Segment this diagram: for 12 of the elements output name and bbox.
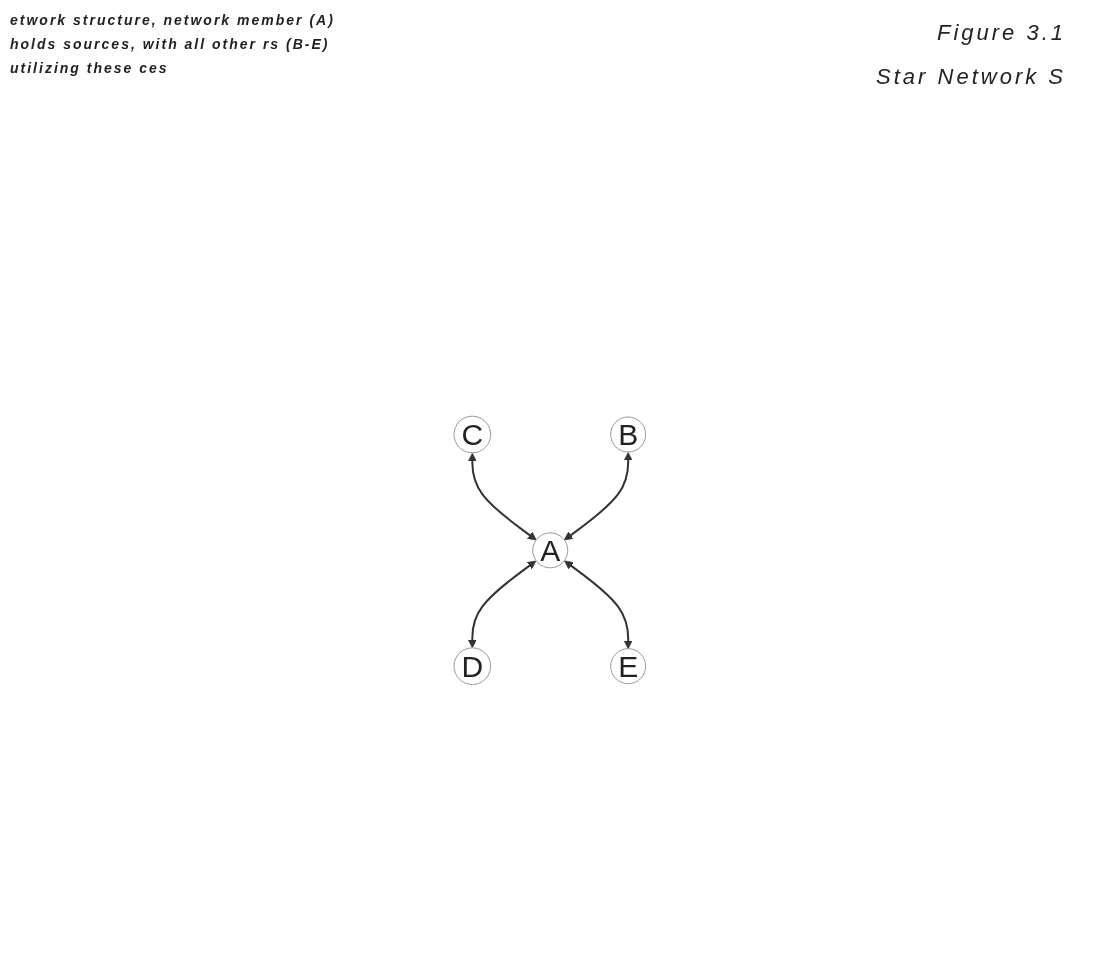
caption-text: etwork structure, network member (A) holds sources, with all other rs (B-E) utilizing these ces	[10, 11, 336, 78]
node-circle: A	[532, 532, 569, 568]
arrow	[468, 452, 537, 540]
arrow	[564, 451, 633, 540]
node-circle: C	[453, 415, 492, 453]
node-circle: E	[610, 647, 647, 684]
figure-number: Figure 3.1	[935, 20, 1066, 46]
node-circle: B	[610, 416, 647, 453]
node-circle: D	[453, 647, 492, 685]
figure-title: Star Network S	[876, 64, 1066, 90]
arrow	[468, 560, 537, 648]
arrow	[564, 560, 633, 649]
